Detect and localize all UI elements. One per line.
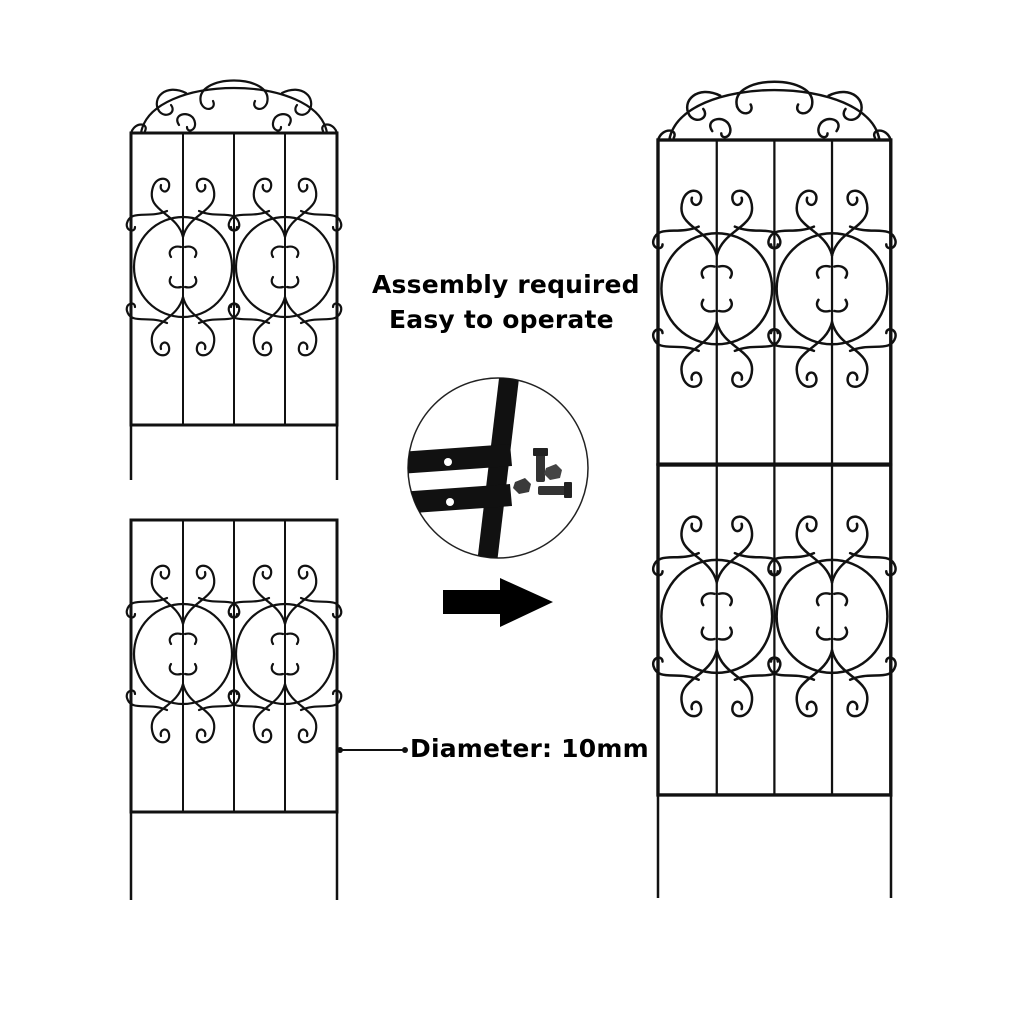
- trellis-top-section: [127, 79, 342, 480]
- bottom-panel: [127, 520, 342, 812]
- diameter-callout: [337, 747, 408, 753]
- top-panel: [127, 133, 342, 425]
- hardware-detail: [407, 377, 589, 559]
- assembled-trellis: [653, 80, 895, 898]
- bolts-icon: [513, 448, 572, 498]
- right-arrow-icon: [443, 578, 553, 627]
- diameter-label: Diameter: 10mm: [410, 734, 649, 763]
- easy-to-operate-text: Easy to operate: [389, 305, 614, 334]
- assembly-required-text: Assembly required: [372, 270, 640, 299]
- arch-crest: [129, 79, 339, 135]
- trellis-bottom-section: [127, 520, 342, 900]
